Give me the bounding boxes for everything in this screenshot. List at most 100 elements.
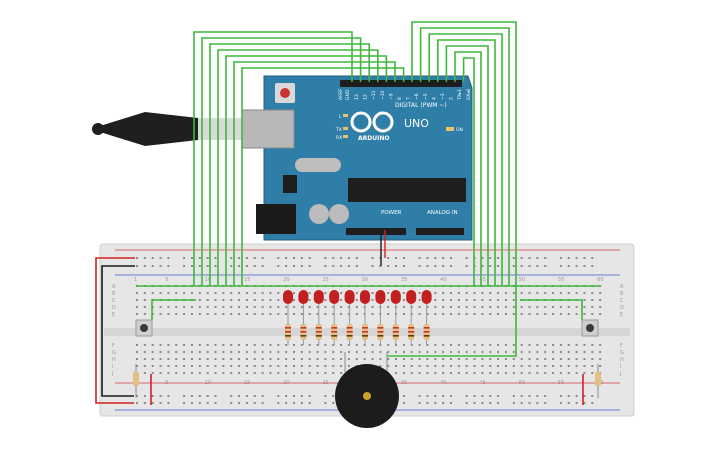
rail-hole[interactable] <box>167 257 170 259</box>
breadboard-hole[interactable] <box>183 365 186 367</box>
rail-hole[interactable] <box>465 402 468 404</box>
rail-hole[interactable] <box>536 257 539 259</box>
breadboard-hole[interactable] <box>238 299 241 301</box>
rail-hole[interactable] <box>206 265 209 267</box>
rail-hole[interactable] <box>450 395 452 397</box>
breadboard-hole[interactable] <box>442 358 445 360</box>
rail-hole[interactable] <box>277 402 280 404</box>
breadboard-hole[interactable] <box>481 306 484 308</box>
breadboard-hole[interactable] <box>151 344 154 346</box>
rail-hole[interactable] <box>230 395 233 397</box>
breadboard-hole[interactable] <box>293 372 295 374</box>
breadboard-hole[interactable] <box>347 313 350 315</box>
breadboard-hole[interactable] <box>159 344 162 346</box>
rail-hole[interactable] <box>371 257 374 259</box>
breadboard-hole[interactable] <box>238 306 241 308</box>
breadboard-hole[interactable] <box>457 299 460 301</box>
breadboard-hole[interactable] <box>332 365 335 367</box>
breadboard-hole[interactable] <box>489 313 492 315</box>
red-led[interactable] <box>421 290 432 304</box>
breadboard-hole[interactable] <box>222 372 225 374</box>
rail-hole[interactable] <box>332 257 335 259</box>
breadboard-hole[interactable] <box>591 351 594 353</box>
rail-hole[interactable] <box>450 265 452 267</box>
reset-button-cap[interactable] <box>280 88 290 98</box>
breadboard-hole[interactable] <box>528 358 531 360</box>
rail-hole[interactable] <box>332 402 335 404</box>
breadboard-hole[interactable] <box>465 358 468 360</box>
breadboard-hole[interactable] <box>489 299 492 301</box>
rail-hole[interactable] <box>190 257 193 259</box>
rail-hole[interactable] <box>151 395 154 397</box>
breadboard-hole[interactable] <box>410 306 413 308</box>
breadboard-hole[interactable] <box>559 351 562 353</box>
rail-hole[interactable] <box>300 265 303 267</box>
breadboard-hole[interactable] <box>214 292 217 294</box>
rail-hole[interactable] <box>567 402 570 404</box>
breadboard-hole[interactable] <box>136 313 138 315</box>
breadboard-hole[interactable] <box>552 313 555 315</box>
breadboard-hole[interactable] <box>583 313 586 315</box>
breadboard-hole[interactable] <box>418 351 421 353</box>
breadboard-hole[interactable] <box>332 372 335 374</box>
breadboard-hole[interactable] <box>434 358 437 360</box>
pushbutton-left-cap[interactable] <box>140 324 148 332</box>
breadboard-hole[interactable] <box>300 358 303 360</box>
breadboard-hole[interactable] <box>277 313 280 315</box>
rail-hole[interactable] <box>520 395 523 397</box>
breadboard-hole[interactable] <box>395 358 398 360</box>
breadboard-hole[interactable] <box>512 299 515 301</box>
rail-hole[interactable] <box>136 265 138 267</box>
breadboard-hole[interactable] <box>175 372 178 374</box>
rail-hole[interactable] <box>277 265 280 267</box>
breadboard-hole[interactable] <box>316 351 319 353</box>
rail-hole[interactable] <box>544 257 547 259</box>
breadboard-hole[interactable] <box>520 365 523 367</box>
led-with-resistor[interactable] <box>298 290 309 345</box>
breadboard-hole[interactable] <box>559 292 562 294</box>
breadboard-hole[interactable] <box>457 306 460 308</box>
breadboard-hole[interactable] <box>340 299 343 301</box>
rail-hole[interactable] <box>544 402 547 404</box>
breadboard-hole[interactable] <box>552 306 555 308</box>
rail-hole[interactable] <box>347 265 350 267</box>
breadboard-hole[interactable] <box>402 313 405 315</box>
rail-hole[interactable] <box>277 257 280 259</box>
breadboard-hole[interactable] <box>387 313 390 315</box>
breadboard-hole[interactable] <box>489 365 492 367</box>
breadboard-hole[interactable] <box>136 306 138 308</box>
breadboard-hole[interactable] <box>559 306 562 308</box>
breadboard-hole[interactable] <box>308 351 311 353</box>
breadboard-hole[interactable] <box>245 365 248 367</box>
breadboard-hole[interactable] <box>269 372 272 374</box>
rail-hole[interactable] <box>245 402 248 404</box>
breadboard-hole[interactable] <box>324 351 327 353</box>
breadboard-hole[interactable] <box>238 351 241 353</box>
breadboard-hole[interactable] <box>481 372 484 374</box>
breadboard-hole[interactable] <box>308 306 311 308</box>
breadboard-hole[interactable] <box>583 306 586 308</box>
rail-hole[interactable] <box>253 257 256 259</box>
rail-hole[interactable] <box>591 265 594 267</box>
breadboard-hole[interactable] <box>528 365 531 367</box>
breadboard-hole[interactable] <box>402 299 405 301</box>
rail-hole[interactable] <box>575 402 578 404</box>
breadboard-hole[interactable] <box>497 313 500 315</box>
pushbutton-right[interactable] <box>581 319 599 337</box>
breadboard-hole[interactable] <box>410 351 413 353</box>
rail-hole[interactable] <box>426 257 429 259</box>
breadboard-hole[interactable] <box>559 365 562 367</box>
breadboard-hole[interactable] <box>481 292 484 294</box>
breadboard-hole[interactable] <box>544 344 547 346</box>
breadboard-hole[interactable] <box>497 292 500 294</box>
rail-hole[interactable] <box>512 395 515 397</box>
breadboard-hole[interactable] <box>410 344 413 346</box>
breadboard-hole[interactable] <box>434 299 437 301</box>
breadboard-hole[interactable] <box>559 358 562 360</box>
breadboard-hole[interactable] <box>308 365 311 367</box>
rail-hole[interactable] <box>238 257 241 259</box>
breadboard-hole[interactable] <box>277 351 280 353</box>
breadboard-hole[interactable] <box>583 351 586 353</box>
rail-hole[interactable] <box>536 395 539 397</box>
breadboard-hole[interactable] <box>300 351 303 353</box>
